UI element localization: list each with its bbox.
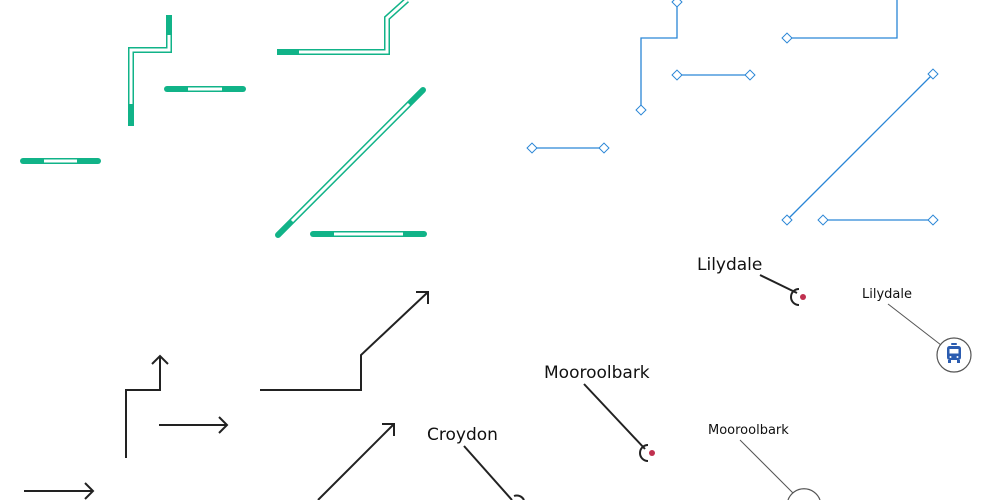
green-track-inner xyxy=(129,35,171,104)
arrow-head-icon xyxy=(218,416,229,434)
green-track-corner xyxy=(128,15,172,126)
green-track-diagonal xyxy=(275,87,426,238)
callout-leader xyxy=(463,445,513,500)
arrow-step xyxy=(260,291,429,391)
arrow-group xyxy=(24,291,429,500)
green-track-casing xyxy=(128,15,172,126)
blue-path-diagonal xyxy=(786,73,934,221)
station-label-mooroolbark-large: Mooroolbark xyxy=(544,363,650,383)
station-label-mooroolbark-small: Mooroolbark xyxy=(708,423,789,438)
callout-leader xyxy=(887,303,942,346)
station-label-lilydale-large: Lilydale xyxy=(697,255,762,275)
callout-leader xyxy=(759,274,798,294)
stop-marker-dot xyxy=(649,450,655,456)
stop-marker-icon xyxy=(513,494,525,500)
tram-stop-ring xyxy=(787,488,821,500)
callout-leader xyxy=(583,383,646,450)
station-label-croydon: Croydon xyxy=(427,425,498,445)
stop-marker-dot xyxy=(800,294,806,300)
tram-icon xyxy=(947,343,961,363)
callout-leader xyxy=(739,439,794,494)
arrow-head-icon xyxy=(84,482,95,500)
stop-marker-icon xyxy=(639,444,649,462)
blue-path-top-right xyxy=(787,0,898,39)
arrow-head-icon xyxy=(416,291,429,304)
arrow-corner xyxy=(125,356,161,458)
arrow-head-icon xyxy=(151,354,169,365)
station-label-lilydale-small: Lilydale xyxy=(862,287,912,302)
blue-path-corner xyxy=(640,2,678,110)
arrow-head-icon xyxy=(382,423,395,436)
diamond-vertex-icon xyxy=(526,0,939,226)
blue-path-group xyxy=(526,0,939,226)
arrow-diagonal xyxy=(317,423,395,500)
stop-marker-icon xyxy=(790,288,800,306)
green-track-step xyxy=(277,0,410,55)
green-track-group xyxy=(20,0,427,238)
station-callouts: Lilydale Mooroolbark Croydon Lilydale Mo… xyxy=(427,255,972,500)
